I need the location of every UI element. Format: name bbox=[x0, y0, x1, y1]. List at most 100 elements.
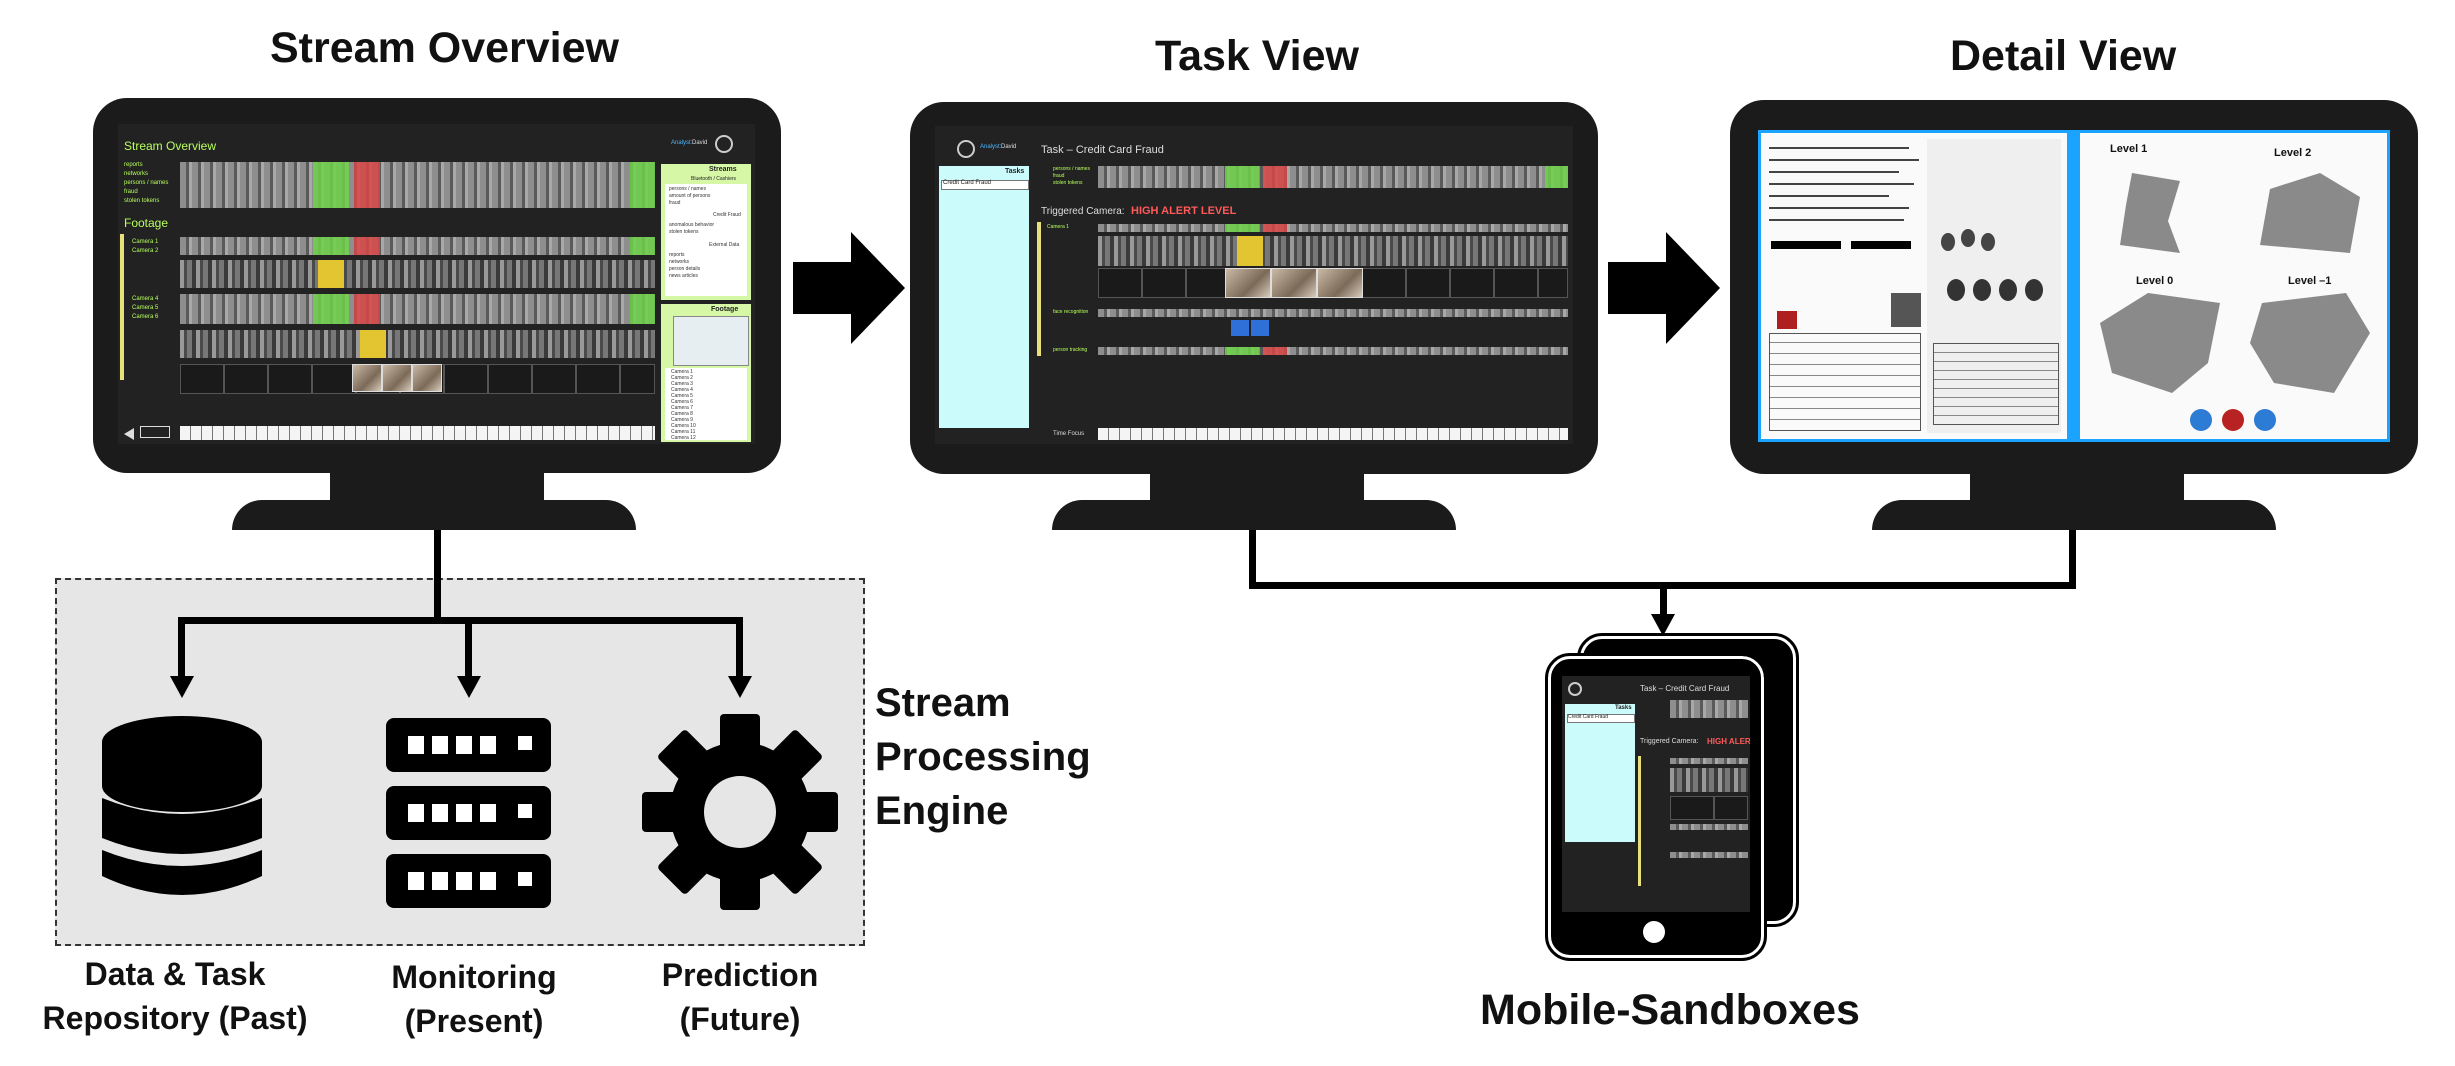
repository-caption-1: Data & Task bbox=[84, 956, 266, 992]
panel-item[interactable]: networks bbox=[669, 259, 690, 265]
snapshot-thumbnail[interactable] bbox=[382, 364, 412, 392]
snapshot-thumbnail[interactable] bbox=[352, 364, 382, 392]
highlight-green bbox=[630, 162, 655, 208]
camera-footage-strip[interactable] bbox=[1670, 768, 1748, 792]
screen-stream-overview[interactable]: Stream Overview Analyst: David reports n… bbox=[118, 124, 755, 444]
pause-icon[interactable] bbox=[2190, 409, 2212, 431]
streams-panel-sub: Bluetooth / Cashiers bbox=[691, 176, 737, 182]
snapshot-thumbnail[interactable] bbox=[1271, 268, 1317, 298]
snapshot-thumbnail[interactable] bbox=[1317, 268, 1363, 298]
title-detail-view: Detail View bbox=[1950, 32, 2177, 80]
title-stream-overview: Stream Overview bbox=[270, 24, 619, 72]
camera-footage-strip[interactable] bbox=[1098, 236, 1568, 266]
time-ruler[interactable] bbox=[1098, 428, 1568, 440]
camera-list-item[interactable]: Camera 4 bbox=[671, 387, 693, 393]
tablet-screen[interactable]: Tasks Credit Card Fraud Task – Credit Ca… bbox=[1562, 676, 1750, 912]
snapshot-thumbnail[interactable] bbox=[1225, 268, 1271, 298]
camera-footage-strip[interactable] bbox=[180, 330, 655, 358]
floorplan-level-2[interactable] bbox=[2260, 173, 2360, 253]
panel-item[interactable]: amount of persons bbox=[669, 193, 711, 199]
connector-line bbox=[1249, 530, 1256, 589]
database-icon bbox=[102, 716, 262, 895]
camera-list-item[interactable]: Camera 12 bbox=[671, 435, 696, 441]
camera-list bbox=[665, 368, 747, 440]
analyst-avatar[interactable] bbox=[957, 140, 975, 158]
row-label: persons / names bbox=[1053, 166, 1090, 172]
tasks-panel[interactable]: Tasks Credit Card Fraud bbox=[1565, 704, 1635, 842]
person-tracking-strip[interactable] bbox=[1670, 852, 1748, 858]
face-thumbnail[interactable] bbox=[1251, 320, 1269, 336]
camera-strip[interactable] bbox=[1098, 224, 1568, 232]
panel-item[interactable]: stolen tokens bbox=[669, 229, 699, 235]
tasks-panel[interactable]: Tasks Credit Card Fraud bbox=[939, 166, 1029, 428]
stream-strip[interactable] bbox=[180, 162, 655, 208]
frame-row bbox=[1670, 796, 1748, 820]
screen-task-view[interactable]: Analyst: David Tasks Credit Card Fraud T… bbox=[935, 126, 1573, 444]
analyst-avatar[interactable] bbox=[1568, 682, 1582, 696]
camera-list-item[interactable]: Camera 7 bbox=[671, 405, 693, 411]
footage-panel[interactable]: Footage Camera 1 Camera 2 Camera 3 Camer… bbox=[661, 304, 751, 442]
tablet-home-button[interactable] bbox=[1643, 921, 1665, 943]
monitor-task-view-neck bbox=[1150, 470, 1364, 502]
fingerprint bbox=[1981, 233, 1995, 251]
analyst-avatar[interactable] bbox=[715, 135, 733, 153]
camera-strip[interactable] bbox=[1670, 758, 1748, 764]
stop-icon[interactable] bbox=[2254, 409, 2276, 431]
monitoring-caption-2: (Present) bbox=[404, 1003, 544, 1039]
play-icon[interactable] bbox=[2222, 409, 2244, 431]
camera-strip[interactable] bbox=[180, 294, 655, 324]
stream-strip[interactable] bbox=[1098, 166, 1568, 188]
time-ruler[interactable] bbox=[180, 426, 655, 440]
panel-item[interactable]: persons / names bbox=[669, 186, 706, 192]
task-item[interactable]: Credit Card Fraud bbox=[943, 180, 992, 186]
snapshot-thumbnail[interactable] bbox=[412, 364, 442, 392]
document-pane[interactable] bbox=[1761, 133, 2067, 439]
task-item[interactable]: Credit Card Fraud bbox=[1568, 714, 1609, 720]
tasks-panel-title: Tasks bbox=[1005, 168, 1025, 175]
streams-panel[interactable]: Streams Bluetooth / Cashiers persons / n… bbox=[661, 164, 751, 300]
screen-detail-view[interactable]: Level 1 Level 2 Level 0 Level –1 bbox=[1758, 130, 2390, 442]
down-arrow-icon bbox=[1651, 614, 1675, 636]
camera-list-item[interactable]: Camera 5 bbox=[671, 393, 693, 399]
floorplan-level-minus-1[interactable] bbox=[2250, 293, 2370, 393]
doc-line bbox=[1769, 147, 1909, 149]
camera-list-item[interactable]: Camera 11 bbox=[671, 429, 696, 435]
person-tracking-strip[interactable] bbox=[1098, 347, 1568, 355]
stream-strip[interactable] bbox=[1670, 700, 1748, 718]
panel-item[interactable]: fraud bbox=[669, 200, 681, 206]
level-0-label: Level 0 bbox=[2136, 275, 2174, 287]
task-item-box[interactable] bbox=[1567, 714, 1635, 723]
camera-list-item[interactable]: Camera 3 bbox=[671, 381, 693, 387]
camera-list-item[interactable]: Camera 1 bbox=[671, 369, 693, 375]
minimap[interactable] bbox=[673, 316, 749, 366]
camera-strip[interactable] bbox=[180, 237, 655, 255]
face-recognition-strip[interactable] bbox=[1098, 309, 1568, 317]
camera-list-item[interactable]: Camera 6 bbox=[671, 399, 693, 405]
face-thumbnail[interactable] bbox=[1231, 320, 1249, 336]
camera-list-item[interactable]: Camera 2 bbox=[671, 375, 693, 381]
panel-item[interactable]: anomalous behavior bbox=[669, 222, 715, 228]
row-label: fraud bbox=[124, 189, 138, 195]
floorplan-level-1[interactable] bbox=[2120, 173, 2180, 253]
camera-footage-strip[interactable] bbox=[180, 260, 655, 288]
panel-item[interactable]: news articles bbox=[669, 273, 698, 279]
panel-item[interactable]: External Data bbox=[709, 242, 740, 248]
panel-item[interactable]: Credit Fraud bbox=[713, 212, 741, 218]
screen2-analyst-name: David bbox=[1001, 144, 1017, 150]
mobile-task-title: Task – Credit Card Fraud bbox=[1640, 684, 1730, 693]
camera-list-item[interactable]: Camera 10 bbox=[671, 423, 696, 429]
camera-list-item[interactable]: Camera 9 bbox=[671, 417, 693, 423]
panel-item[interactable]: reports bbox=[669, 252, 685, 258]
floorplan-pane[interactable]: Level 1 Level 2 Level 0 Level –1 bbox=[2080, 133, 2387, 439]
camera-label: Camera 6 bbox=[132, 314, 159, 320]
face-recognition-strip[interactable] bbox=[1670, 824, 1748, 830]
connector-line bbox=[178, 617, 185, 677]
repository-caption-2: Repository (Past) bbox=[42, 1000, 308, 1036]
panel-item[interactable]: person details bbox=[669, 266, 701, 272]
camera-list-item[interactable]: Camera 8 bbox=[671, 411, 693, 417]
zoom-tool-icon[interactable] bbox=[140, 426, 170, 438]
task-item-box[interactable] bbox=[941, 180, 1029, 190]
nav-left-icon[interactable] bbox=[124, 428, 134, 440]
doc-line bbox=[1769, 219, 1904, 221]
floorplan-level-0[interactable] bbox=[2100, 293, 2220, 393]
